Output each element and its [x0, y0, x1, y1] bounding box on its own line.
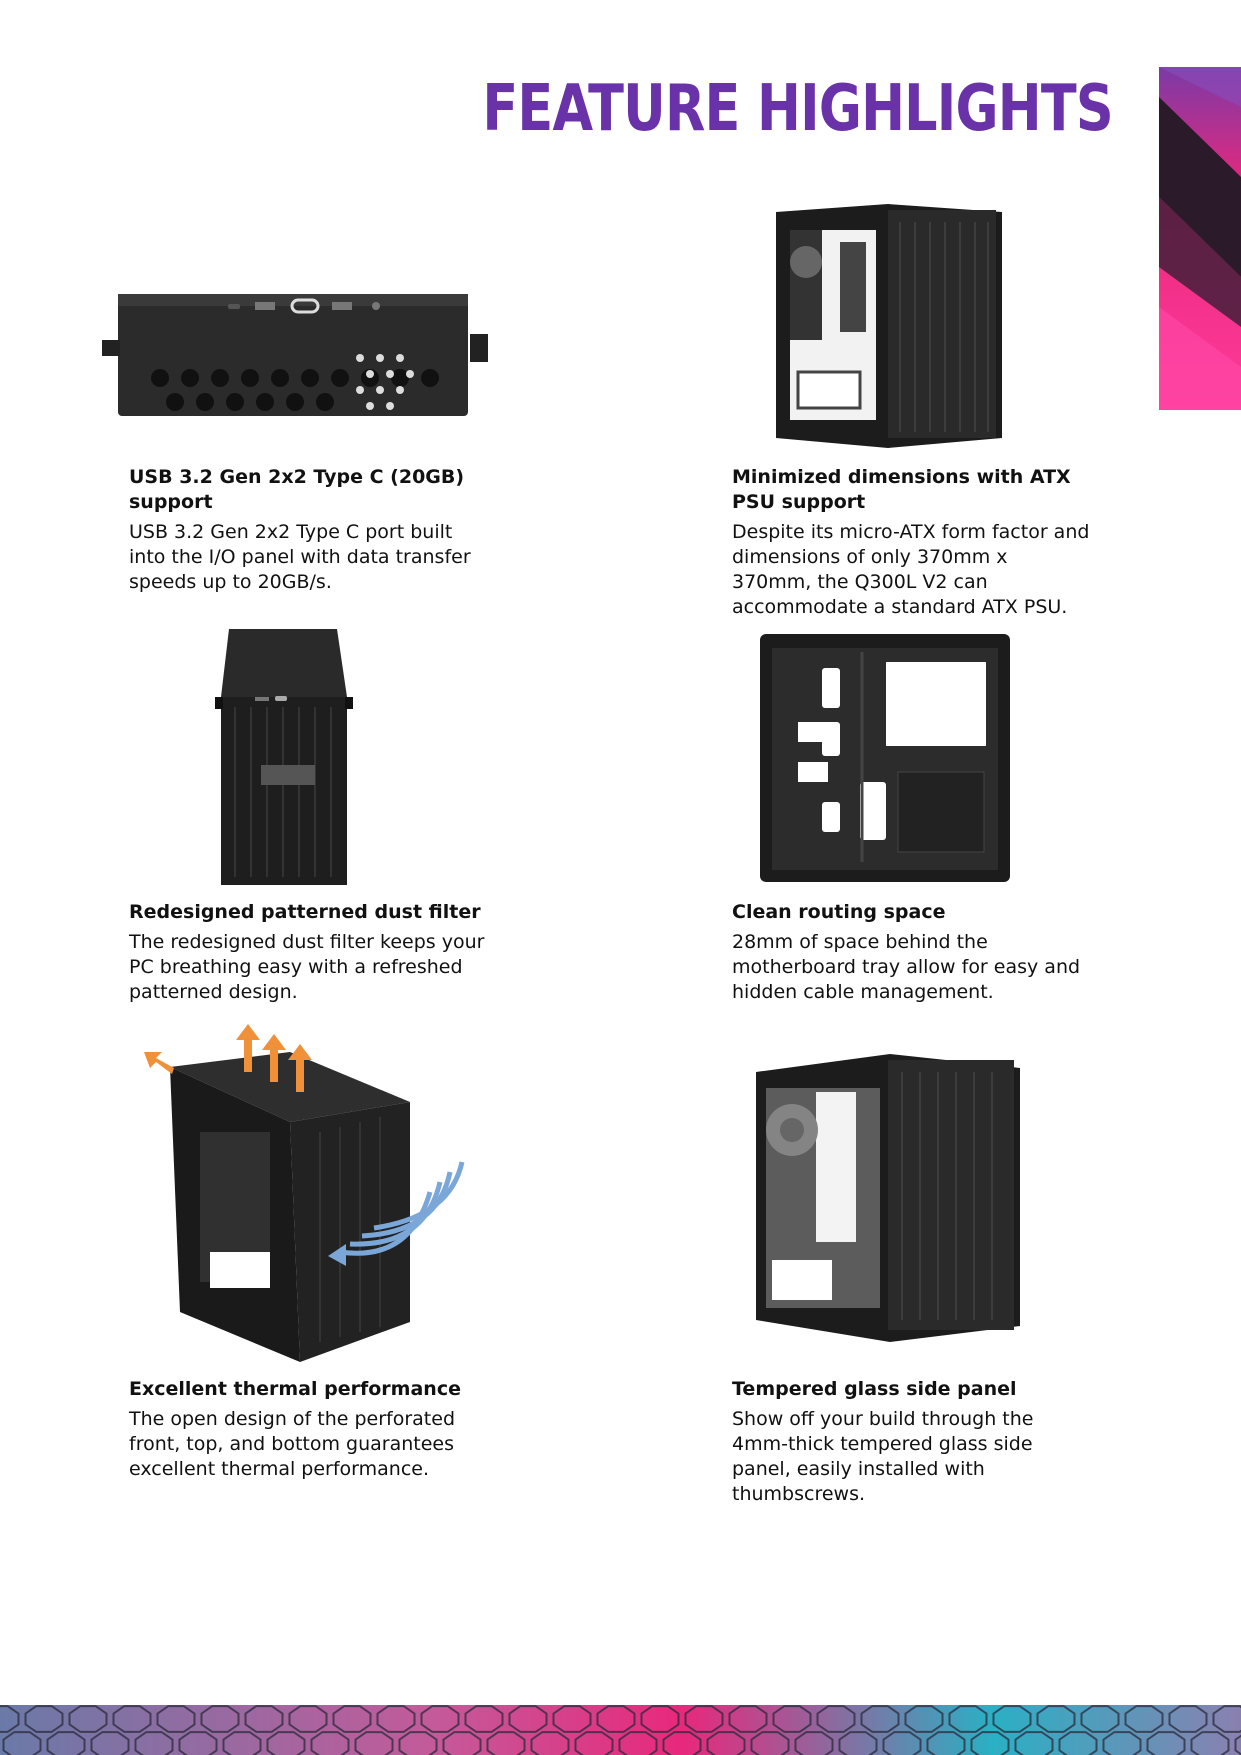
feature-heading: Redesigned patterned dust filter — [129, 901, 481, 923]
footer-pattern-shape — [1058, 1731, 1098, 1755]
feature-thermal: Excellent thermal performance The open d… — [129, 1377, 489, 1482]
case-open-side-image — [770, 202, 1002, 450]
footer-pattern-shape — [486, 1731, 526, 1755]
feature-heading: USB 3.2 Gen 2x2 Type C (20GB) support — [129, 466, 465, 513]
footer-pattern-shape — [90, 1731, 130, 1755]
footer-pattern-shape — [1190, 1731, 1230, 1755]
case-glass-panel-image — [752, 1050, 1022, 1342]
io-panel-top-image — [100, 290, 495, 416]
feature-heading: Minimized dimensions with ATX PSU suppor… — [732, 466, 1071, 513]
footer-pattern-shape — [838, 1731, 878, 1755]
footer-pattern-shape — [420, 1705, 460, 1733]
footer-pattern-shape — [992, 1705, 1032, 1733]
footer-pattern-shape — [618, 1731, 658, 1755]
footer-pattern-shape — [596, 1705, 636, 1733]
footer-pattern-shape — [200, 1705, 240, 1733]
footer-pattern-shape — [926, 1731, 966, 1755]
footer-pattern-shape — [1014, 1731, 1054, 1755]
footer-pattern-shape — [46, 1731, 86, 1755]
footer-pattern-shape — [332, 1705, 372, 1733]
feature-routing: Clean routing space 28mm of space behind… — [732, 900, 1092, 1005]
footer-pattern-shape — [178, 1731, 218, 1755]
footer-pattern-shape — [1212, 1705, 1241, 1733]
footer-pattern-shape — [1168, 1705, 1208, 1733]
footer-pattern-shape — [398, 1731, 438, 1755]
footer-pattern-shape — [640, 1705, 680, 1733]
page-title: FEATURE HIGHLIGHTS — [482, 72, 1114, 146]
case-back-tray-image — [758, 632, 1012, 884]
feature-glass-panel: Tempered glass side panel Show off your … — [732, 1377, 1092, 1507]
footer-pattern-shape — [816, 1705, 856, 1733]
footer-pattern-shape — [2, 1731, 42, 1755]
feature-body: Despite its micro-ATX form factor and di… — [732, 521, 1090, 618]
footer-pattern-shape — [530, 1731, 570, 1755]
feature-body: USB 3.2 Gen 2x2 Type C port built into t… — [129, 521, 471, 593]
footer-pattern-shape — [882, 1731, 922, 1755]
footer-pattern-shape — [288, 1705, 328, 1733]
footer-pattern-shape — [1124, 1705, 1164, 1733]
footer-pattern-shape — [1234, 1734, 1241, 1755]
feature-body: The open design of the perforated front,… — [129, 1408, 456, 1480]
case-front-filter-image — [215, 627, 365, 889]
footer-pattern-shape — [970, 1731, 1010, 1755]
footer-pattern-shape — [0, 1705, 20, 1733]
footer-pattern-shape — [222, 1731, 262, 1755]
footer-pattern-shape — [24, 1705, 64, 1733]
footer-pattern-shape — [244, 1705, 284, 1733]
footer-pattern-shape — [508, 1705, 548, 1733]
footer-pattern-shape — [464, 1705, 504, 1733]
footer-pattern-shape — [1036, 1705, 1076, 1733]
footer-pattern-shape — [948, 1705, 988, 1733]
footer-pattern-shape — [904, 1705, 944, 1733]
case-airflow-image — [140, 1022, 475, 1367]
footer-pattern-shape — [1146, 1731, 1186, 1755]
footer-pattern-shape — [354, 1731, 394, 1755]
footer-pattern-shape — [772, 1705, 812, 1733]
footer-pattern-shape — [794, 1731, 834, 1755]
footer-pattern-shape — [706, 1731, 746, 1755]
feature-dimensions: Minimized dimensions with ATX PSU suppor… — [732, 465, 1092, 620]
footer-pattern-shape — [266, 1731, 306, 1755]
footer-pattern-shape — [662, 1731, 702, 1755]
footer-pattern-shape — [68, 1705, 108, 1733]
footer-pattern-shape — [376, 1705, 416, 1733]
footer-pattern-shape — [156, 1705, 196, 1733]
footer-pattern-shape — [684, 1705, 724, 1733]
footer-pattern-shape — [860, 1705, 900, 1733]
feature-dust-filter: Redesigned patterned dust filter The red… — [129, 900, 489, 1005]
footer-pattern-shape — [552, 1705, 592, 1733]
feature-heading: Clean routing space — [732, 901, 946, 923]
footer-decoration — [0, 1705, 1241, 1755]
footer-pattern-shape — [134, 1731, 174, 1755]
footer-pattern-shape — [750, 1731, 790, 1755]
footer-pattern-shape — [574, 1731, 614, 1755]
footer-pattern-shape — [1080, 1705, 1120, 1733]
corner-decoration — [1159, 67, 1241, 410]
footer-pattern-shape — [1102, 1731, 1142, 1755]
footer-pattern-shape — [310, 1731, 350, 1755]
footer-pattern-shape — [442, 1731, 482, 1755]
footer-pattern-shape — [112, 1705, 152, 1733]
feature-usb: USB 3.2 Gen 2x2 Type C (20GB) support US… — [129, 465, 489, 595]
feature-body: The redesigned dust filter keeps your PC… — [129, 931, 485, 1003]
feature-body: 28mm of space behind the motherboard tra… — [732, 931, 1081, 1003]
feature-body: Show off your build through the 4mm-thic… — [732, 1408, 1034, 1505]
feature-heading: Excellent thermal performance — [129, 1378, 461, 1400]
footer-pattern-shape — [728, 1705, 768, 1733]
feature-heading: Tempered glass side panel — [732, 1378, 1017, 1400]
